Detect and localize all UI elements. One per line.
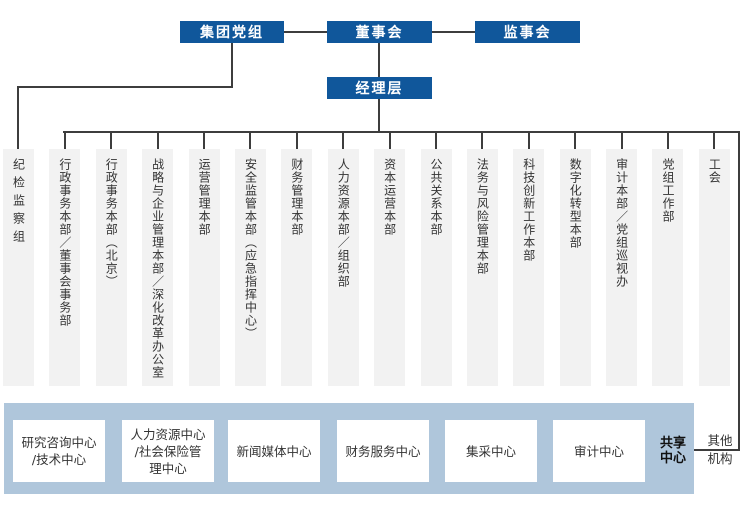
stub-line bbox=[156, 131, 159, 149]
stub-line bbox=[527, 131, 530, 149]
center-hr-social-insurance: 人力资源中心 /社会保险管 理中心 bbox=[122, 420, 214, 482]
dept-party-work: 党组工作部 bbox=[652, 131, 684, 386]
dept-operations-mgmt: 运营管理本部 bbox=[188, 131, 220, 386]
dept-tech-innovation: 科技创新工作本部 bbox=[513, 131, 545, 386]
connector-right-down bbox=[738, 131, 740, 451]
stub-line bbox=[295, 131, 298, 149]
connector-party-discipline bbox=[17, 86, 19, 150]
connector-board-management bbox=[378, 43, 380, 77]
dept-labor-union: 工会 bbox=[698, 131, 730, 386]
stub-line bbox=[203, 131, 206, 149]
department-row: 纪检监察组 行政事务本部／董事会事务部 行政事务本部（北京） 战略与企业管理本部… bbox=[3, 131, 730, 386]
dept-legal-risk-mgmt: 法务与风险管理本部 bbox=[466, 131, 498, 386]
stub-line bbox=[574, 131, 577, 149]
stub-line bbox=[666, 131, 669, 149]
dept-digital-transformation: 数字化转型本部 bbox=[559, 131, 591, 386]
connector-management-departments bbox=[378, 99, 380, 132]
node-management: 经理层 bbox=[327, 77, 432, 99]
stub-line bbox=[435, 131, 438, 149]
stub-line bbox=[63, 131, 66, 149]
dept-finance-mgmt: 财务管理本部 bbox=[281, 131, 313, 386]
node-supervisory-board: 监事会 bbox=[475, 21, 580, 43]
stub-line bbox=[481, 131, 484, 149]
connector-party-down bbox=[231, 43, 233, 88]
dept-audit-inspection: 审计本部／党组巡视办 bbox=[606, 131, 638, 386]
stub-line bbox=[110, 131, 113, 149]
connector-party-horizontal bbox=[17, 86, 233, 88]
shared-center-label: 共享 中心 bbox=[659, 436, 686, 466]
stub-line bbox=[249, 131, 252, 149]
dept-safety-supervision: 安全监管本部（应急指挥中心） bbox=[234, 131, 266, 386]
dept-discipline-inspection: 纪检监察组 bbox=[3, 131, 34, 386]
center-procurement: 集采中心 bbox=[445, 420, 537, 482]
node-board: 董事会 bbox=[327, 21, 432, 43]
dept-admin-affairs-beijing: 行政事务本部（北京） bbox=[95, 131, 127, 386]
dept-strategy-enterprise-mgmt: 战略与企业管理本部／深化改革办公室 bbox=[142, 131, 174, 386]
node-party-group: 集团党组 bbox=[180, 21, 284, 43]
connector-board-supervisory bbox=[432, 31, 475, 33]
other-org-label-bottom: 机构 bbox=[707, 451, 733, 466]
stub-line bbox=[342, 131, 345, 149]
connector-other-org bbox=[694, 449, 740, 451]
other-org-label-top: 其他 bbox=[707, 433, 733, 448]
dept-capital-operations: 资本运营本部 bbox=[374, 131, 406, 386]
center-finance-services: 财务服务中心 bbox=[337, 420, 429, 482]
stub-line bbox=[620, 131, 623, 149]
center-news-media: 新闻媒体中心 bbox=[228, 420, 320, 482]
dept-public-relations: 公共关系本部 bbox=[420, 131, 452, 386]
dept-human-resources: 人力资源本部／组织部 bbox=[327, 131, 359, 386]
stub-line bbox=[713, 131, 716, 149]
stub-line bbox=[388, 131, 391, 149]
connector-departments-bus bbox=[63, 131, 740, 133]
connector-party-board bbox=[284, 31, 327, 33]
dept-admin-affairs-board: 行政事务本部／董事会事务部 bbox=[49, 131, 81, 386]
center-audit: 审计中心 bbox=[553, 420, 645, 482]
center-research-consulting: 研究咨询中心 /技术中心 bbox=[13, 420, 105, 482]
